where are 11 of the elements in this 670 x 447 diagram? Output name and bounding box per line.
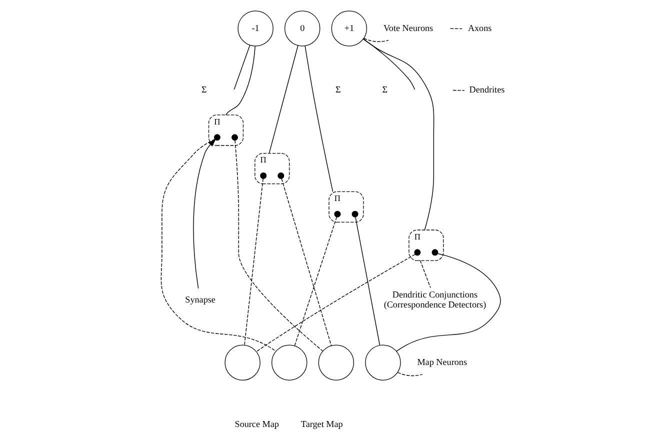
node-text: Dendrites <box>469 84 505 95</box>
node-text: Dendritic Conjunctions (Correspondence Detectors) <box>384 290 486 310</box>
node-text: Map Neurons <box>417 357 468 368</box>
label: Target Map <box>300 418 343 429</box>
node-text: Synapse <box>185 294 216 305</box>
node-text: Axons <box>468 22 492 33</box>
node-text: Vote Neurons <box>384 22 434 33</box>
label: Σ <box>382 84 388 95</box>
label: Σ <box>335 84 341 95</box>
label: Source Map <box>234 418 279 429</box>
label: Σ <box>202 84 207 95</box>
